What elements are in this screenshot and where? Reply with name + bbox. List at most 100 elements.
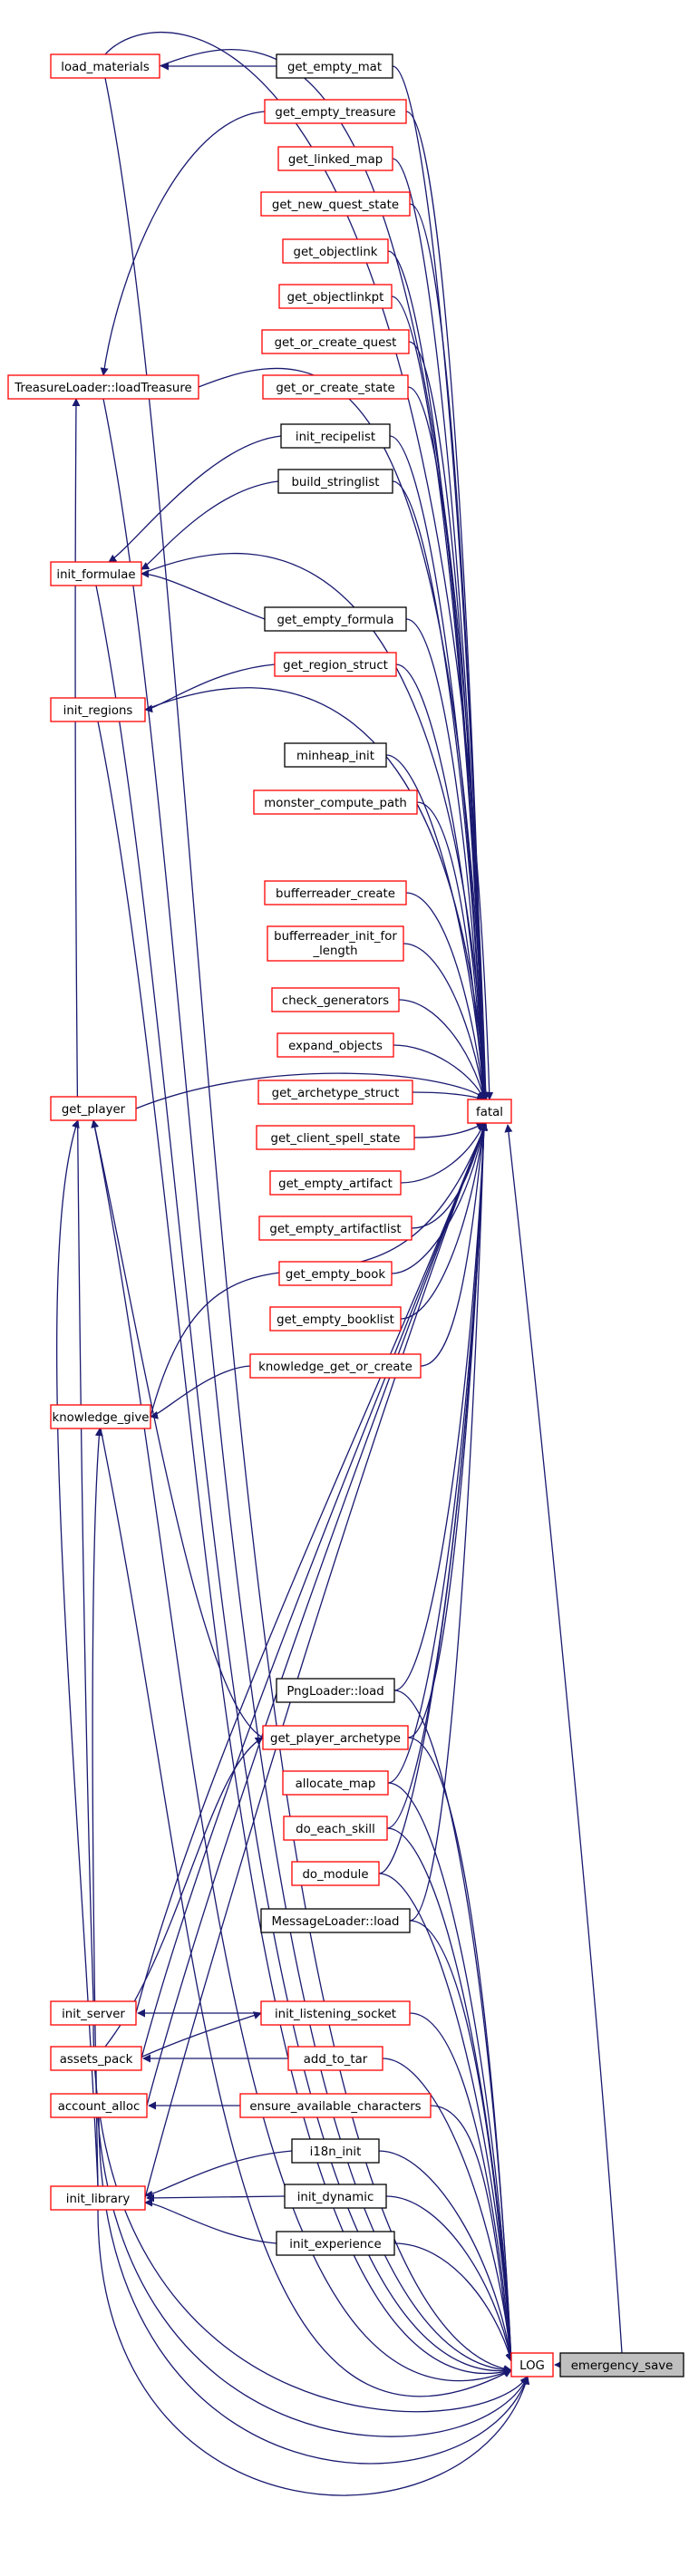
- node-label: MessageLoader::load: [272, 1915, 400, 1929]
- node-box: [269, 1170, 402, 1196]
- node-bufferreader-init-for[interactable]: bufferreader_init_for_length: [267, 925, 404, 962]
- node-get-client-spell-state[interactable]: get_client_spell_state: [256, 1125, 415, 1150]
- node-box: [264, 606, 407, 632]
- node-load-materials[interactable]: load_materials: [50, 53, 160, 79]
- node-label: LOG: [519, 2359, 545, 2373]
- node-add-to-tar[interactable]: add_to_tar: [287, 2046, 383, 2071]
- edge-15: [416, 801, 488, 1100]
- node-box: [510, 2352, 554, 2377]
- node-label: minheap_init: [296, 750, 374, 763]
- node-label: bufferreader_create: [276, 887, 395, 901]
- node-label: get_player: [62, 1103, 126, 1117]
- node-get-empty-artifact[interactable]: get_empty_artifact: [269, 1170, 402, 1196]
- node-box: [262, 374, 409, 400]
- nodes-layer: emergency_save LOG fatal load_materials get_…: [7, 53, 684, 2377]
- node-box: [291, 1861, 380, 1886]
- edge-40: [141, 1122, 488, 2059]
- node-box: [261, 329, 410, 354]
- node-init-listening-socket[interactable]: init_listening_socket: [260, 2000, 411, 2026]
- edge-51: [382, 2058, 515, 2362]
- edge-68: [108, 435, 282, 563]
- node-emergency-save[interactable]: emergency_save: [559, 2352, 684, 2377]
- node-get-objectlinkpt[interactable]: get_objectlinkpt: [278, 284, 393, 309]
- node-box: [276, 2231, 395, 2256]
- node-get-linked-map[interactable]: get_linked_map: [277, 146, 393, 171]
- edge-36: [144, 687, 490, 1100]
- node-knowledge-get-or-create[interactable]: knowledge_get_or_create: [249, 1353, 422, 1379]
- edge-43: [104, 31, 494, 1100]
- node-label: get_new_quest_state: [272, 199, 399, 212]
- node-log[interactable]: LOG: [510, 2352, 554, 2377]
- node-get-objectlink[interactable]: get_objectlink: [282, 238, 389, 264]
- node-init-server[interactable]: init_server: [50, 2000, 137, 2026]
- node-get-empty-formula[interactable]: get_empty_formula: [264, 606, 407, 632]
- node-init-formulae[interactable]: init_formulae: [50, 561, 142, 586]
- node-box: [278, 1261, 393, 1286]
- edge-81: [72, 398, 94, 2002]
- node-get-empty-treasure[interactable]: get_empty_treasure: [264, 99, 407, 124]
- node-label: init_dynamic: [297, 2191, 374, 2204]
- node-label: get_empty_booklist: [277, 1313, 394, 1327]
- node-box: [559, 2352, 684, 2377]
- node-init-experience[interactable]: init_experience: [276, 2231, 395, 2256]
- node-label: add_to_tar: [304, 2053, 368, 2067]
- node-box: [267, 925, 404, 962]
- node-get-empty-book[interactable]: get_empty_book: [278, 1261, 393, 1286]
- node-do-each-skill[interactable]: do_each_skill: [283, 1816, 388, 1841]
- node-get-region-struct[interactable]: get_region_struct: [274, 652, 397, 677]
- node-label: knowledge_give: [53, 1411, 150, 1425]
- node-do-module[interactable]: do_module: [291, 1861, 380, 1886]
- node-label: _length: [312, 944, 357, 958]
- node-init-dynamic[interactable]: init_dynamic: [284, 2184, 387, 2209]
- edge-62: [95, 585, 512, 2376]
- node-ensure-available-characters[interactable]: ensure_available_characters: [239, 2093, 432, 2118]
- node-get-or-create-state[interactable]: get_or_create_state: [262, 374, 409, 400]
- node-get-player-archetype[interactable]: get_player_archetype: [262, 1725, 409, 1750]
- edge-35: [141, 552, 490, 1100]
- node-get-player[interactable]: get_player: [50, 1096, 137, 1121]
- node-label: check_generators: [282, 994, 389, 1008]
- edge-80: [104, 1737, 264, 2048]
- node-label: fatal: [476, 1106, 503, 1119]
- node-minheap-init[interactable]: minheap_init: [284, 742, 387, 768]
- node-box: [50, 2000, 137, 2026]
- node-i18n-init[interactable]: i18n_init: [291, 2138, 380, 2164]
- edge-57: [95, 2069, 529, 2437]
- node-label: init_formulae: [56, 568, 135, 582]
- node-bufferreader-create[interactable]: bufferreader_create: [264, 880, 407, 905]
- node-build-stringlist[interactable]: build_stringlist: [277, 469, 393, 494]
- edge-77: [144, 2150, 293, 2199]
- node-pngloader-load[interactable]: PngLoader::load: [276, 1678, 395, 1703]
- node-monster-compute-path[interactable]: monster_compute_path: [253, 789, 418, 815]
- node-get-empty-booklist[interactable]: get_empty_booklist: [269, 1306, 402, 1332]
- node-box: [287, 2046, 383, 2071]
- node-box: [280, 423, 391, 449]
- node-assets-pack[interactable]: assets_pack: [50, 2046, 142, 2071]
- node-treasureloader-loadtreasure[interactable]: TreasureLoader::loadTreasure: [7, 374, 199, 400]
- node-check-generators[interactable]: check_generators: [271, 987, 400, 1012]
- node-label: get_player_archetype: [270, 1732, 401, 1746]
- edge-28: [407, 1122, 489, 1738]
- edge-69: [141, 480, 279, 570]
- edge-37: [135, 1072, 487, 1109]
- node-expand-objects[interactable]: expand_objects: [277, 1032, 394, 1058]
- node-account-alloc[interactable]: account_alloc: [50, 2093, 148, 2118]
- node-init-regions[interactable]: init_regions: [50, 697, 146, 722]
- node-label: get_empty_book: [286, 1268, 385, 1282]
- node-init-library[interactable]: init_library: [50, 2185, 146, 2211]
- node-box: [264, 99, 407, 124]
- node-get-empty-mat[interactable]: get_empty_mat: [276, 53, 393, 79]
- edge-22: [400, 1122, 485, 1184]
- node-get-new-quest-state[interactable]: get_new_quest_state: [260, 191, 411, 217]
- node-init-recipelist[interactable]: init_recipelist: [280, 423, 391, 449]
- node-box: [249, 1353, 422, 1379]
- node-allocate-map[interactable]: allocate_map: [282, 1770, 389, 1796]
- node-knowledge-give[interactable]: knowledge_give: [50, 1404, 151, 1429]
- node-box: [276, 53, 393, 79]
- node-messageloader-load[interactable]: MessageLoader::load: [260, 1908, 411, 1933]
- node-get-empty-artifactlist[interactable]: get_empty_artifactlist: [258, 1215, 412, 1241]
- node-get-archetype-struct[interactable]: get_archetype_struct: [257, 1080, 413, 1105]
- node-fatal[interactable]: fatal: [467, 1099, 512, 1124]
- node-get-or-create-quest[interactable]: get_or_create_quest: [261, 329, 410, 354]
